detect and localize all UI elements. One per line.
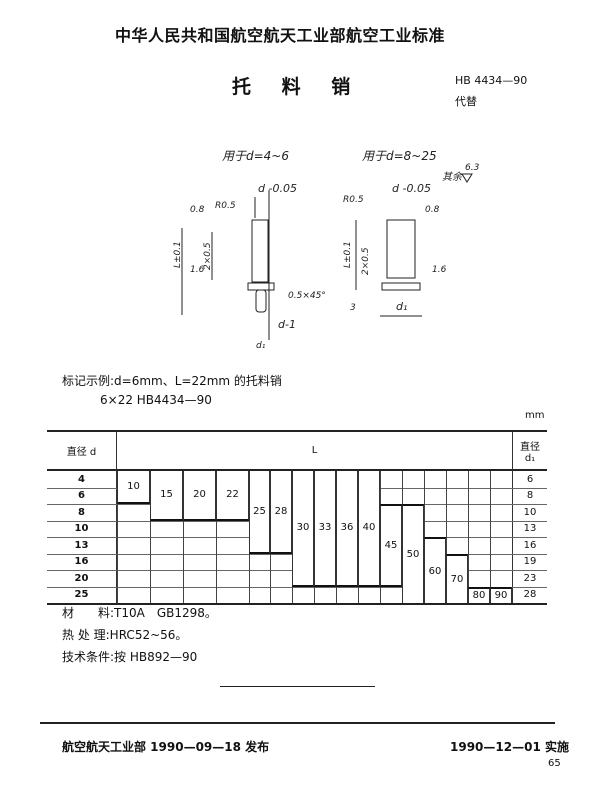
right-length-tolerance: L±0.1 [343, 241, 353, 268]
column-divider [446, 471, 447, 603]
table-row-d: 6 [47, 487, 117, 504]
row-divider [47, 586, 547, 588]
left-ra08: 0.8 [190, 205, 205, 215]
L-value-cell: 30 [292, 471, 314, 587]
L-value-cell: 33 [314, 471, 336, 587]
L-value-cell: 25 [249, 471, 270, 554]
L-value-cell: 10 [117, 471, 150, 504]
marking-example: 标记示例:d=6mm、L=22mm 的托料销 [62, 374, 282, 388]
part-name: 托 料 销 [232, 76, 363, 98]
column-divider [468, 471, 469, 603]
L-value-cell: 28 [270, 471, 292, 554]
table-row-d1: 19 [512, 553, 547, 570]
L-value-cell: 15 [150, 471, 183, 521]
rest-roughness-value: 6.3 [465, 163, 480, 173]
L-value-cell: 36 [336, 471, 358, 587]
left-length-tolerance: L±0.1 [173, 241, 183, 268]
table-row-d1: 6 [512, 471, 547, 488]
column-divider [117, 471, 118, 603]
right-ra08: 0.8 [425, 205, 440, 215]
column-divider [490, 471, 491, 603]
table-row-d: 8 [47, 504, 117, 521]
L-value-cell: 90 [490, 586, 512, 603]
table-row-d1: 23 [512, 570, 547, 587]
L-value-cell: 40 [358, 471, 380, 587]
left-radius: R0.5 [215, 201, 236, 211]
L-value-cell: 22 [216, 471, 249, 521]
effective-date: 1990—12—01 实施 [450, 740, 569, 754]
roughness-symbol-icon [461, 173, 473, 183]
left-d1-label: d₁ [256, 341, 266, 350]
right-caption: 用于d=8~25 [362, 149, 437, 163]
column-divider [216, 471, 217, 603]
header-L: L [117, 432, 512, 471]
right-pin-drawing: d -0.05 R0.5 d₁ 0.8 1.6 3 L±0.1 2×0.5 [343, 182, 447, 317]
material-spec: 材 料:T10A GB1298。 [62, 606, 217, 620]
header-d1-subscript: d₁ [524, 452, 536, 464]
replaces-label: 代替 [455, 95, 477, 108]
technical-conditions-spec: 技术条件:按 HB892—90 [62, 650, 198, 664]
three-label: 3 [350, 303, 356, 313]
page-number: 65 [548, 758, 561, 769]
issuing-authority-title: 中华人民共和国航空航天工业部航空工业标准 [115, 26, 446, 45]
left-pin-drawing: d -0.05 R0.5 0.5×45° d-1 d₁ 0.8 1.6 L±0.… [173, 182, 326, 350]
table-row-d: 20 [47, 570, 117, 587]
footer-rule [40, 722, 555, 724]
column-divider [150, 471, 151, 603]
table-row-d: 16 [47, 553, 117, 570]
marking-example-code: 6×22 HB4434—90 [100, 393, 212, 407]
table-row-d: 13 [47, 537, 117, 554]
L-value-cell: 60 [424, 537, 446, 603]
right-radius: R0.5 [343, 195, 364, 205]
issue-date: 航空航天工业部 1990—09—18 发布 [62, 740, 270, 754]
table-row-d: 25 [47, 586, 117, 603]
right-groove-label: 2×0.5 [361, 247, 371, 275]
right-ra16: 1.6 [432, 265, 447, 275]
table-row-d: 10 [47, 520, 117, 537]
right-d-tolerance: d -0.05 [392, 182, 431, 195]
left-d-tolerance: d -0.05 [258, 182, 297, 195]
table-row-d1: 13 [512, 520, 547, 537]
table-row-d: 4 [47, 471, 117, 488]
table-row-d1: 28 [512, 586, 547, 603]
d-minus-label: d-1 [278, 318, 296, 331]
header-d: 直径 d [47, 432, 117, 471]
table-row-d1: 8 [512, 487, 547, 504]
left-caption: 用于d=4~6 [222, 149, 289, 163]
L-value-cell: 80 [468, 586, 490, 603]
L-value-cell: 70 [446, 553, 468, 603]
L-value-cell: 20 [183, 471, 216, 521]
end-rule [220, 686, 375, 687]
left-groove-label: 2×0.5 [203, 242, 213, 270]
chamfer-label: 0.5×45° [288, 291, 326, 301]
unit-label: mm [525, 410, 545, 421]
column-divider [183, 471, 184, 603]
rest-roughness-label: 其余 [442, 171, 464, 183]
technical-drawing: 用于d=4~6 用于d=8~25 其余 6.3 d -0.05 R0.5 0.5… [173, 149, 480, 350]
table-row-d1: 16 [512, 537, 547, 554]
header-d1-label: 直径 [520, 441, 540, 453]
standard-number: HB 4434—90 [455, 74, 528, 87]
left-ra16: 1.6 [190, 265, 205, 275]
table-row-d1: 10 [512, 504, 547, 521]
heat-treatment-spec: 热 处 理:HRC52~56。 [62, 628, 188, 642]
right-d1-label: d₁ [396, 300, 407, 313]
L-value-cell: 45 [380, 504, 402, 587]
L-value-cell: 50 [402, 504, 424, 603]
